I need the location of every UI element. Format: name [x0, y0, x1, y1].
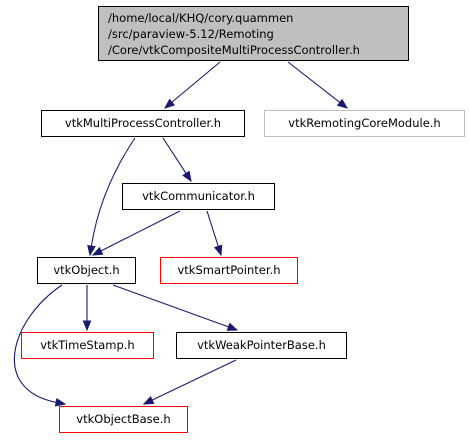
node-label: vtkCommunicator.h [142, 188, 255, 203]
edge-object-to-object-base [13, 284, 67, 407]
node-label: vtkMultiProcessController.h [64, 115, 222, 130]
node-vtk-smart-pointer[interactable]: vtkSmartPointer.h [160, 257, 298, 284]
root-node-line-3: /Core/vtkCompositeMultiProcessController… [108, 42, 360, 57]
node-label: vtkObjectBase.h [76, 411, 171, 426]
node-label: vtkSmartPointer.h [177, 262, 281, 277]
node-label: vtkWeakPointerBase.h [197, 337, 326, 352]
node-vtk-remoting-core-module: vtkRemotingCoreModule.h [264, 110, 465, 137]
node-vtk-time-stamp[interactable]: vtkTimeStamp.h [21, 332, 154, 359]
node-vtk-object[interactable]: vtkObject.h [37, 257, 136, 284]
root-node-line-2: /src/paraview-5.12/Remoting [108, 26, 274, 41]
edge-object-to-weak-pointer-base [112, 284, 239, 331]
node-label: vtkObject.h [53, 262, 120, 277]
edge-arrowhead [142, 395, 155, 405]
edge-line [206, 210, 220, 248]
edge-communicator-to-object [91, 210, 181, 256]
edge-arrowhead [226, 322, 239, 331]
edge-line [287, 61, 342, 104]
node-vtk-multi-process-controller[interactable]: vtkMultiProcessController.h [41, 110, 245, 137]
root-node: /home/local/KHQ/cory.quammen /src/paravi… [98, 6, 409, 61]
edge-line [162, 137, 188, 175]
edge-arrowhead [91, 246, 104, 256]
node-vtk-object-base[interactable]: vtkObjectBase.h [59, 406, 188, 433]
root-node-line-1: /home/local/KHQ/cory.quammen [108, 10, 294, 25]
node-vtk-communicator[interactable]: vtkCommunicator.h [122, 183, 275, 210]
edge-arrowhead [213, 244, 223, 257]
edge-arrowhead [87, 244, 96, 257]
edge-arrowhead [336, 98, 349, 109]
edge-root-to-remoting-core [287, 61, 349, 109]
node-vtk-weak-pointer-base[interactable]: vtkWeakPointerBase.h [176, 332, 347, 359]
edge-line [13, 284, 63, 404]
edge-arrowhead [163, 98, 176, 109]
edge-weak-pointer-base-to-object-base [142, 359, 237, 405]
edge-arrowhead [54, 397, 67, 407]
node-label: vtkRemotingCoreModule.h [288, 115, 441, 130]
edge-multiprocess-to-object [87, 137, 136, 257]
edge-arrowhead [82, 320, 92, 332]
edge-line [90, 137, 136, 248]
edge-root-to-multiprocess [163, 61, 221, 109]
edge-line [150, 359, 237, 402]
node-label: vtkTimeStamp.h [40, 337, 135, 352]
edge-arrowhead [182, 170, 192, 183]
edge-multiprocess-to-communicator [162, 137, 192, 183]
edge-line [170, 61, 221, 104]
edge-communicator-to-smart-pointer [206, 210, 223, 257]
edge-line [112, 284, 230, 328]
edge-line [99, 210, 181, 252]
edge-object-to-time-stamp [82, 285, 92, 332]
